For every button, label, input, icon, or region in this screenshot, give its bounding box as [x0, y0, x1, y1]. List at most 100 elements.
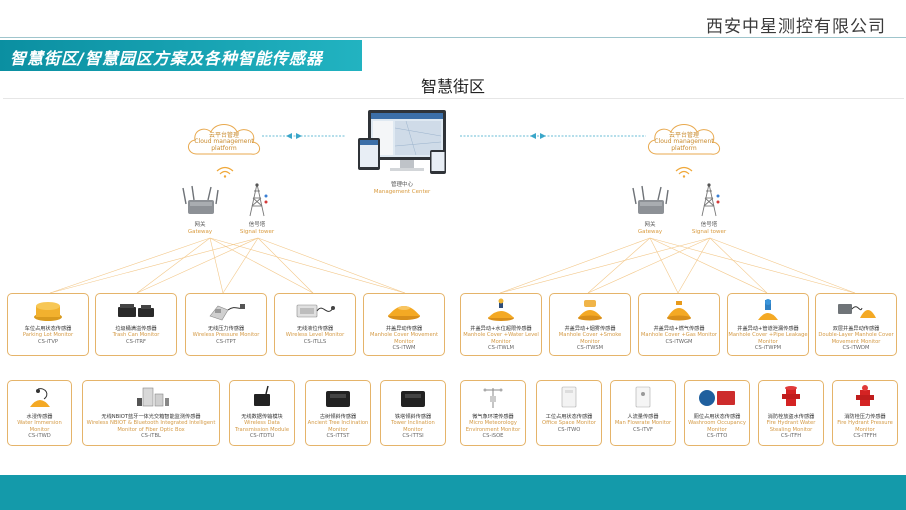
sensor-name-zh: 井盖异动+管道泄漏传感器	[737, 326, 799, 332]
cloud-label-zh: 云平台管理	[668, 132, 699, 139]
cloud-label-en: Cloud management platform	[654, 138, 714, 152]
sensor-name-zh: 消防栓压力传感器	[844, 414, 886, 420]
signal-tower-icon	[701, 183, 720, 217]
sensor-model-code: CS-iTBL	[141, 433, 161, 440]
sensor-name-zh: 无线NBIOT蓝牙一体光交箱智能监测传感器	[101, 414, 201, 420]
sensor-model-code: CS-iTDTU	[249, 433, 275, 440]
sensor-name-en: Manhole Cover +Smoke Monitor	[558, 332, 622, 345]
management-center-icon	[358, 110, 446, 174]
header-divider	[0, 37, 906, 38]
sensor-model-code: CS-iTPT	[216, 338, 236, 345]
sensor-name-zh: 井盖异动+燃气传感器	[653, 326, 705, 332]
sensor-name-en: Washroom Occupancy Monitor	[688, 420, 746, 433]
sensor-name-en: Ancient Tree Inclination Monitor	[307, 420, 369, 433]
sensor-model-code: CS-iTWDM	[842, 345, 870, 352]
weather-sensor-icon	[461, 385, 525, 409]
sensor-name-en: Water Immersion Monitor	[17, 420, 62, 433]
company-name: 西安中星测控有限公司	[706, 17, 886, 37]
sensor-model-code: CS-iTWSM	[576, 345, 604, 352]
pipe-leak-sensor-icon	[728, 298, 808, 322]
sensor-name-zh: 人流量传感器	[627, 414, 659, 420]
smoke-sensor-icon	[550, 298, 630, 322]
sensor-name-zh: 井盖异动传感器	[385, 326, 423, 332]
washroom-sensor-icon	[685, 385, 749, 409]
sensor-name-en: Trash Can Monitor	[112, 332, 160, 339]
tower-tilt-sensor-icon	[381, 385, 445, 409]
right-tower-label: 信号塔 Signal tower	[691, 222, 727, 235]
sensor-name-en: Double-Layer Manhole Cover Movement Moni…	[818, 332, 894, 345]
sensor-name-en: Wireless Level Monitor	[285, 332, 345, 339]
hydrant-water-sensor-icon	[759, 385, 823, 409]
cloud-icon	[188, 124, 260, 155]
sensor-model-code: CS-iTTSI	[402, 433, 424, 440]
water-immersion-icon	[8, 385, 71, 409]
sensor-model-code: CS-iTTST	[326, 433, 350, 440]
sensor-name-en: Wireless Data Transmission Module	[234, 420, 290, 433]
signal-tower-icon	[249, 183, 268, 217]
sensor-name-zh: 消防栓放盗水传感器	[767, 414, 815, 420]
sensor-model-code: CS-iTWD	[28, 433, 51, 440]
sensor-model-code: CS-iTWLM	[488, 345, 514, 352]
sensor-name-en: Man Flowrate Monitor	[614, 420, 672, 427]
cloud-label-en: Cloud management platform	[194, 138, 254, 152]
sensor-name-zh: 双层井盖异动传感器	[832, 326, 880, 332]
left-gateway-label: 网关 Gateway	[187, 222, 213, 235]
sensor-name-en: Parking Lot Monitor	[22, 332, 74, 339]
wifi-icon	[216, 166, 234, 178]
diagram-title: 智慧街区	[420, 77, 485, 96]
sensor-name-en: Wireless Pressure Monitor	[192, 332, 260, 339]
pressure-sensor-icon	[186, 298, 266, 322]
sensor-name-zh: 无线数据传输模块	[241, 414, 283, 420]
sensor-model-code: CS-iTFFH	[853, 433, 877, 440]
sensor-name-en: Manhole Cover +Gas Monitor	[640, 332, 718, 339]
right-cloud-platform: 云平台管理 Cloud management platform	[643, 116, 725, 164]
office-sensor-icon	[537, 385, 601, 409]
wifi-icon	[675, 166, 693, 178]
gateway-icon	[182, 185, 219, 214]
sensor-model-code: CS-iTRF	[126, 338, 146, 345]
sensor-name-zh: 水浸传感器	[26, 414, 53, 420]
sensor-name-zh: 井盖异动+烟雾传感器	[564, 326, 616, 332]
sensor-name-en: Fire Hydrant Pressure Monitor	[837, 420, 893, 433]
sensor-name-zh: 微气象环境传感器	[472, 414, 514, 420]
hydrant-pressure-sensor-icon	[833, 385, 897, 409]
water-level-sensor-icon	[461, 298, 541, 322]
people-flow-sensor-icon	[611, 385, 675, 409]
sensor-name-en: Manhole Cover Movement Monitor	[369, 332, 438, 345]
banner-title: 智慧街区/智慧园区方案及各种智能传感器	[10, 49, 323, 68]
cloud-label-zh: 云平台管理	[208, 132, 239, 139]
sensor-name-en: Tower Inclination Monitor	[391, 420, 435, 433]
sensor-model-code: CS-iTWM	[392, 345, 416, 352]
sensor-model-code: CS-iTWGM	[665, 338, 693, 345]
sensor-name-en: Wireless NBIOT & Bluetooth Integrated In…	[86, 420, 216, 433]
sensor-model-code: CS-iTFH	[780, 433, 802, 440]
